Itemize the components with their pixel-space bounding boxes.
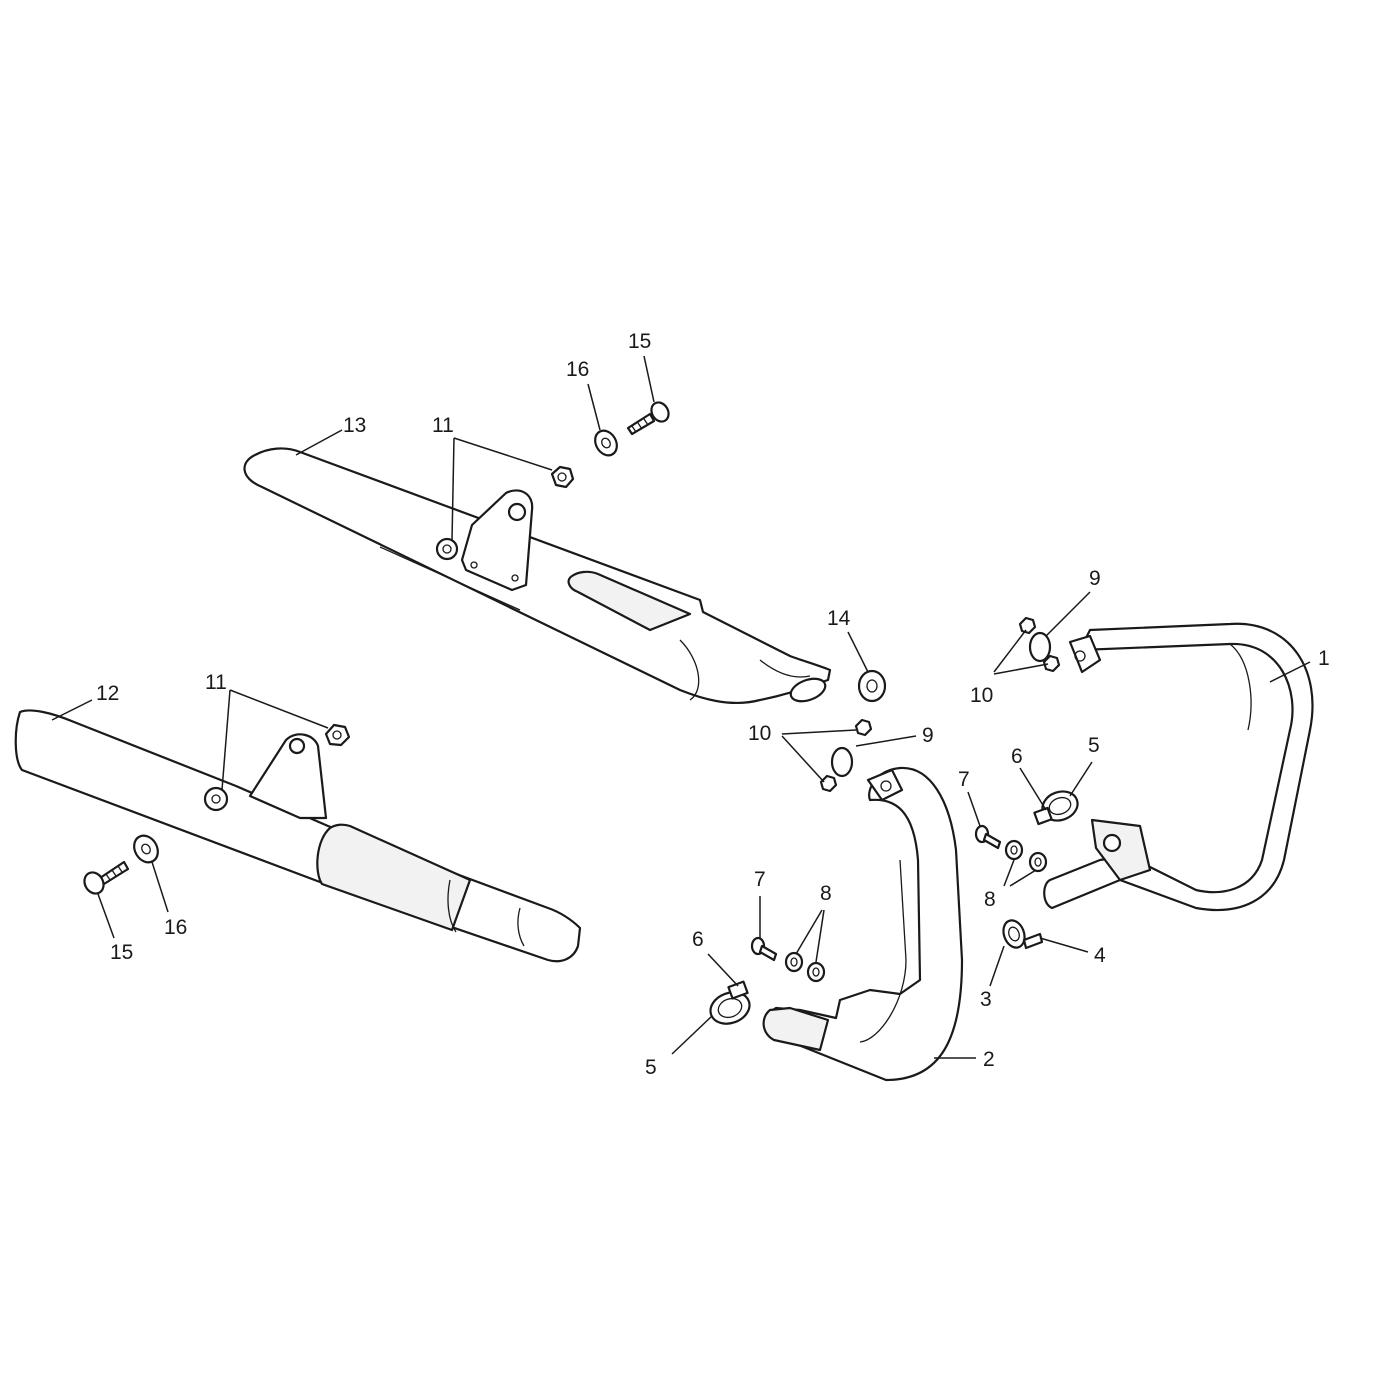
screw-4: [1022, 932, 1044, 950]
spacer-8-d: [806, 961, 826, 983]
callout-6-upper: 6: [1011, 745, 1023, 768]
callout-11-upper: 11: [432, 414, 454, 437]
upper-mounting-bracket: [460, 489, 534, 592]
clamp-5-lower: [709, 980, 751, 1025]
spacer-8-c: [784, 951, 804, 973]
nut-10-a: [1018, 616, 1037, 635]
nut-10-c: [854, 718, 873, 737]
lower-bolt: [83, 860, 130, 895]
clamp-3: [1002, 919, 1026, 949]
callout-12: 12: [96, 682, 119, 705]
gasket-lower: [830, 746, 854, 778]
callout-5-upper: 5: [1088, 734, 1100, 757]
nut-10-d: [819, 774, 838, 793]
bolt-7-lower: [750, 936, 778, 962]
callout-9-upper: 9: [1089, 567, 1101, 590]
callout-15-upper: 15: [628, 330, 651, 353]
pipe-2-flange: [866, 768, 904, 802]
upper-rubber-bush: [435, 537, 459, 561]
callout-14: 14: [827, 607, 851, 630]
callout-5-lower: 5: [645, 1056, 657, 1079]
callout-7-lower: 7: [754, 868, 766, 891]
callout-6-lower: 6: [692, 928, 704, 951]
callout-10-lower: 10: [748, 722, 771, 745]
lower-rubber-bush: [203, 786, 229, 812]
lower-nut: [324, 723, 351, 747]
nut-10-b: [1042, 654, 1061, 673]
spacer-8-b: [1028, 851, 1048, 873]
callout-8-upper: 8: [984, 888, 996, 911]
lower-washer: [133, 834, 159, 864]
callout-1: 1: [1318, 647, 1330, 670]
clamp-5-upper: [1033, 790, 1079, 826]
callout-4: 4: [1094, 944, 1106, 967]
callout-3: 3: [980, 988, 992, 1011]
upper-bolt: [626, 401, 670, 436]
lower-mounting-bracket: [248, 733, 328, 820]
callout-15-lower: 15: [110, 941, 133, 964]
callout-16-lower: 16: [164, 916, 187, 939]
callout-7-upper: 7: [958, 768, 970, 791]
callout-9-lower: 9: [922, 724, 934, 747]
exhaust-pipe-1: [1043, 622, 1314, 912]
rubber-bush-14: [857, 669, 887, 703]
callout-11-lower: 11: [205, 671, 227, 694]
upper-nut: [550, 465, 575, 489]
callout-8-lower: 8: [820, 882, 832, 905]
upper-silencer: [243, 447, 832, 704]
pipe-1-flange: [1068, 634, 1102, 674]
callout-10-upper: 10: [970, 684, 993, 707]
callout-2: 2: [983, 1048, 995, 1071]
upper-washer: [594, 429, 618, 457]
exhaust-pipe-2: [762, 766, 964, 1082]
bolt-7-upper: [974, 824, 1002, 850]
spacer-8-a: [1004, 839, 1024, 861]
gasket-upper: [1028, 631, 1052, 663]
callout-16-upper: 16: [566, 358, 589, 381]
lower-silencer: [14, 709, 582, 963]
leader-lines: [51, 355, 1311, 1059]
callout-13: 13: [343, 414, 366, 437]
